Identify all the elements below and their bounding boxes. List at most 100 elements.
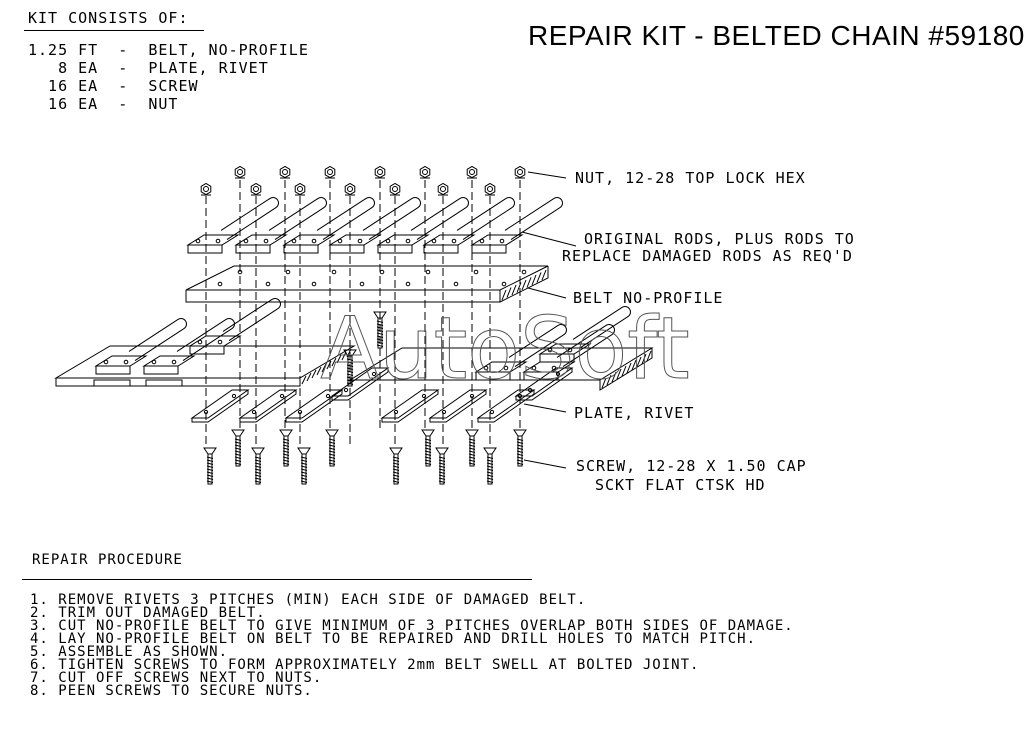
lower-right-belt — [348, 306, 654, 391]
screw-thread — [346, 361, 354, 364]
screw-thread — [206, 459, 214, 462]
link-hole — [103, 359, 109, 365]
procedure-step: 7. CUT OFF SCREWS NEXT TO NUTS. — [30, 670, 323, 686]
link-hole — [385, 238, 391, 244]
belt-hole — [285, 269, 291, 275]
plate-hole — [251, 409, 257, 415]
screw-thread — [438, 474, 446, 477]
procedure-step: 3. CUT NO-PROFILE BELT TO GIVE MINIMUM O… — [30, 618, 794, 634]
screw-thread — [234, 456, 242, 459]
belt-link-under — [93, 379, 131, 387]
screw-thread — [328, 459, 336, 462]
link-flat — [470, 234, 524, 246]
belt-hole — [405, 281, 411, 287]
screw-thread — [392, 459, 400, 462]
link-flat — [282, 234, 336, 246]
leader-lines — [521, 171, 577, 469]
nut-bore — [253, 186, 259, 192]
link-flat — [376, 234, 430, 246]
screw-thread — [234, 459, 242, 462]
screw-thread — [438, 465, 446, 468]
link-hole — [217, 339, 223, 345]
screw-thread — [282, 459, 290, 462]
kit-heading: KIT CONSISTS OF: — [28, 9, 189, 27]
procedure-steps: 1. REMOVE RIVETS 3 PITCHES (MIN) EACH SI… — [30, 592, 930, 704]
belt-hatch — [341, 351, 347, 361]
link-hole — [547, 347, 553, 353]
procedure-step: 1. REMOVE RIVETS 3 PITCHES (MIN) EACH SI… — [30, 592, 587, 608]
screw-head — [325, 429, 339, 437]
link-hole — [531, 365, 537, 371]
screw-thread — [206, 471, 214, 474]
belt-hole — [311, 281, 317, 287]
belt-hatch — [621, 365, 627, 377]
screw-thread — [328, 453, 336, 456]
screw-thread — [206, 456, 214, 459]
screw-thread — [328, 462, 336, 465]
assembly-drawing: AutoSoft — [54, 165, 690, 485]
screw-thread — [438, 459, 446, 462]
screw-thread — [392, 462, 400, 465]
rod-body — [222, 298, 281, 342]
nut-hex — [437, 182, 449, 196]
screw-thread — [438, 480, 446, 483]
link-hole — [337, 238, 343, 244]
lower-left-belt — [54, 298, 356, 387]
nut-hex — [374, 165, 386, 179]
watermark-text: AutoSoft — [320, 299, 689, 399]
screw-thread — [206, 468, 214, 471]
screw-thread — [392, 477, 400, 480]
screw-thread — [234, 444, 242, 447]
belt-hatch — [501, 289, 507, 301]
link-side — [187, 245, 223, 254]
screw-thread — [282, 453, 290, 456]
screw-thread — [516, 456, 524, 459]
screw-thread — [468, 444, 476, 447]
screw-thread — [376, 344, 384, 347]
link-hole — [263, 238, 269, 244]
screw-thread — [486, 468, 494, 471]
belt-hatch — [521, 279, 527, 291]
rivet-plate-edge — [515, 368, 573, 401]
plate-hole — [343, 387, 349, 393]
screw-thread — [376, 332, 384, 335]
screw-head — [279, 429, 293, 437]
screw-head — [465, 429, 479, 437]
screw-thread — [438, 468, 446, 471]
belt-hatch — [316, 366, 322, 376]
rod-body — [504, 197, 563, 241]
nut-bore — [517, 169, 523, 175]
procedure-heading: REPAIR PROCEDURE — [32, 552, 183, 568]
procedure-divider — [22, 579, 532, 580]
link-hole — [151, 359, 157, 365]
screw-thread — [516, 438, 524, 441]
screw-thread — [468, 441, 476, 444]
belt-hatch — [311, 369, 317, 379]
nut-leader — [527, 171, 567, 179]
screw-thread — [376, 320, 384, 323]
screw-thread — [282, 450, 290, 453]
procedure-step: 8. PEEN SCREWS TO SECURE NUTS. — [30, 683, 313, 699]
belt-hole — [265, 281, 271, 287]
plate-hole — [231, 393, 237, 399]
screw-thread — [516, 459, 524, 462]
screw-thread — [328, 441, 336, 444]
nut-row — [200, 165, 526, 196]
screw-thread — [468, 447, 476, 450]
screw-thread — [468, 450, 476, 453]
kit-list: 1.25 FT - BELT, NO-PROFILE 8 EA - PLATE,… — [28, 42, 308, 114]
nut-callout: NUT, 12-28 TOP LOCK HEX — [575, 169, 806, 187]
screw-thread — [282, 444, 290, 447]
screw-thread — [424, 459, 432, 462]
screw-head — [251, 447, 265, 455]
screw-thread — [424, 444, 432, 447]
belt-hatch — [616, 368, 622, 380]
rivet-plate-edge — [331, 368, 389, 401]
screw-thread — [234, 453, 242, 456]
belt-hatch — [641, 353, 647, 365]
screw-thread — [206, 480, 214, 483]
screw-thread — [516, 444, 524, 447]
screw-thread — [424, 441, 432, 444]
plate-hole — [489, 409, 495, 415]
procedure-step: 6. TIGHTEN SCREWS TO FORM APPROXIMATELY … — [30, 657, 700, 673]
